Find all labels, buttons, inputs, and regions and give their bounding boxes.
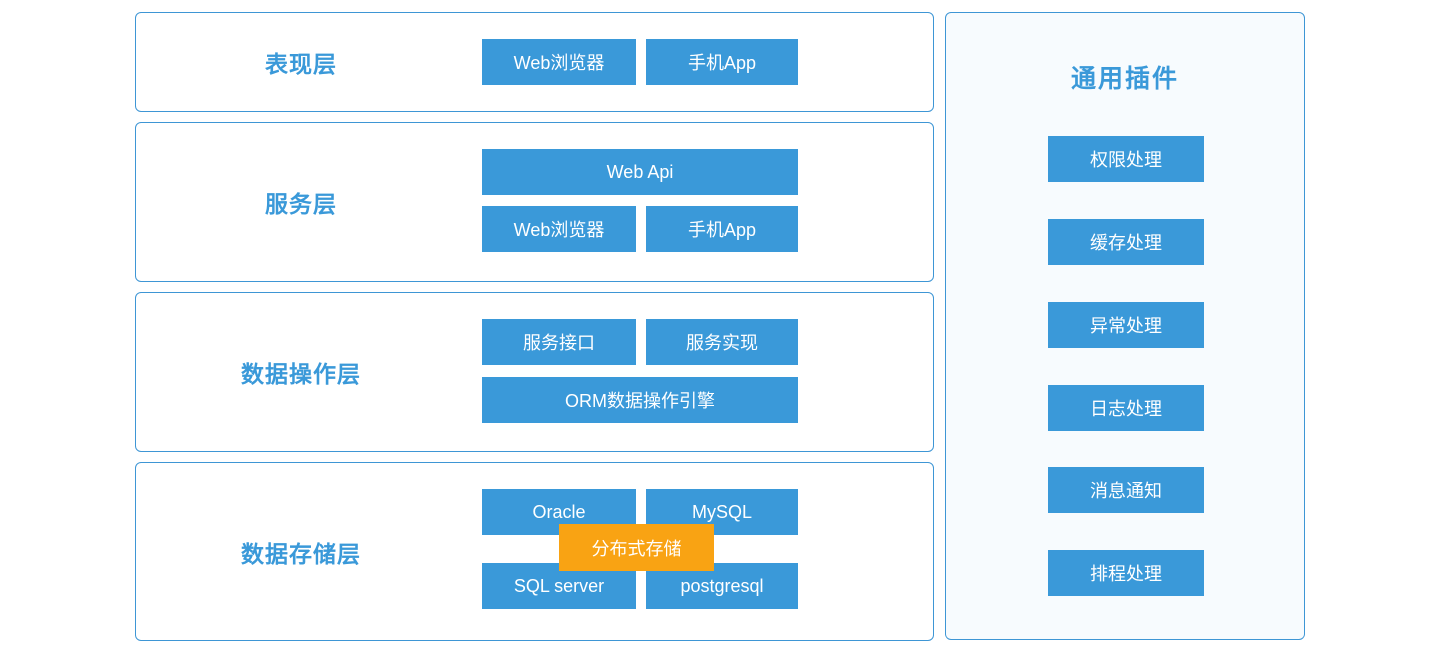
layer-presentation: 表现层 Web浏览器 手机App xyxy=(135,12,934,112)
cache-handling-block: 缓存处理 xyxy=(1048,219,1204,265)
layer-data-operation-title: 数据操作层 xyxy=(241,361,361,387)
exception-handling-block: 异常处理 xyxy=(1048,302,1204,348)
distributed-storage-block: 分布式存储 xyxy=(559,524,714,571)
plugins-panel: 通用插件 权限处理 缓存处理 异常处理 日志处理 消息通知 排程处理 xyxy=(945,12,1305,640)
log-handling-block: 日志处理 xyxy=(1048,385,1204,431)
layer-data-storage-title: 数据存储层 xyxy=(241,540,361,567)
postgresql-block: postgresql xyxy=(646,563,798,609)
permission-handling-block: 权限处理 xyxy=(1048,136,1204,182)
web-browser-block: Web浏览器 xyxy=(482,206,636,252)
plugins-panel-title: 通用插件 xyxy=(1070,65,1179,93)
service-implementation-block: 服务实现 xyxy=(646,319,798,365)
layer-service: 服务层 Web Api Web浏览器 手机App xyxy=(135,122,934,282)
layer-data-operation: 数据操作层 服务接口 服务实现 ORM数据操作引擎 xyxy=(135,292,934,452)
layer-presentation-title: 表现层 xyxy=(265,51,337,77)
layer-service-title: 服务层 xyxy=(265,191,337,217)
web-browser-block: Web浏览器 xyxy=(482,39,636,85)
web-api-block: Web Api xyxy=(482,149,798,195)
orm-engine-block: ORM数据操作引擎 xyxy=(482,377,798,423)
schedule-handling-block: 排程处理 xyxy=(1048,550,1204,596)
service-interface-block: 服务接口 xyxy=(482,319,636,365)
mobile-app-block: 手机App xyxy=(646,39,798,85)
sql-server-block: SQL server xyxy=(482,563,636,609)
mobile-app-block: 手机App xyxy=(646,206,798,252)
layer-data-storage: 数据存储层 Oracle MySQL SQL server postgresql… xyxy=(135,462,934,641)
message-notification-block: 消息通知 xyxy=(1048,467,1204,513)
